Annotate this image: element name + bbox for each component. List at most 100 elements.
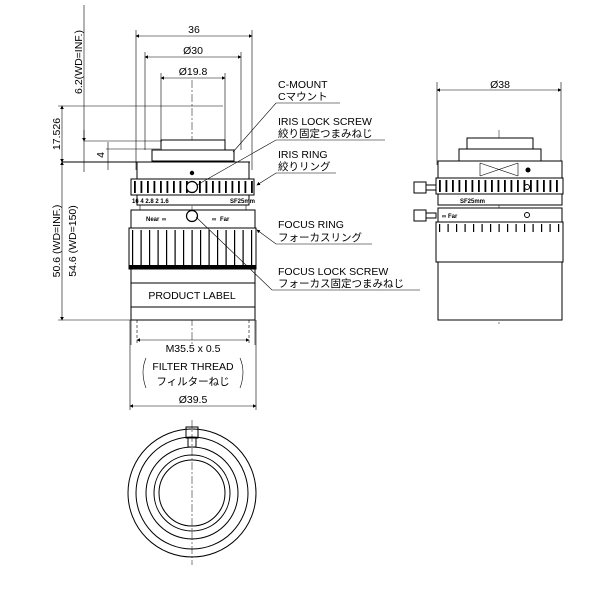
knurl-stripe [558,224,560,232]
dim-mount-depth: 4 [95,152,107,158]
knurl-stripe [225,230,227,265]
svg-text:絞りリング: 絞りリング [278,160,331,173]
knurl-stripe [471,180,474,192]
iris-scale: 16 4 2.8 2 1.6 [132,199,169,205]
knurl-stripe [456,224,458,232]
knurl-stripe [205,181,208,193]
knurl-stripe [530,180,532,192]
knurl-stripe [200,230,202,265]
end-view [127,420,257,565]
knurl-stripe [166,181,169,193]
knurl-stripe [543,180,545,192]
knurl-stripe [504,180,506,192]
focus-lock-screw[interactable] [185,209,199,223]
dim-flange-distance: 17.526 [51,118,63,150]
knurl-stripe [452,180,454,192]
svg-text:∞: ∞ [212,217,216,223]
side-view: Ø38 SF25mm ∞ Far [413,79,564,325]
knurl-stripe [149,230,151,265]
mount-flange [151,149,235,162]
product-label: PRODUCT LABEL [148,290,235,302]
knurl-stripe [218,181,221,193]
dim-width: 36 [188,24,200,36]
knurl-stripe [473,224,475,232]
knurl-stripe [183,230,185,265]
focus-lock-screw-side[interactable] [413,209,437,222]
knurl-stripe [160,181,162,193]
callout-focus-lock-screw: FOCUS LOCK SCREW [278,266,388,278]
dim-dia-19-8: Ø19.8 [179,66,208,78]
knurl-stripe [251,181,253,193]
knurl-stripe [524,224,526,232]
knurl-stripe [251,230,253,265]
knurl-stripe [465,180,467,192]
dim-back-focus: 6.2(WD=INF.) [73,30,85,94]
knurl-stripe [234,230,236,265]
knurl-stripe [244,181,247,193]
callout-focus-ring: FOCUS RING [278,219,344,231]
svg-text:∞: ∞ [442,214,446,220]
svg-text:Far: Far [448,214,458,220]
callout-iris-ring: IRIS RING [278,149,328,161]
svg-text:フォーカスリング: フォーカスリング [278,231,362,244]
knurl-stripe [447,224,449,232]
dim-dia-39-5: Ø39.5 [179,394,208,406]
svg-text:∞: ∞ [162,217,166,223]
filter-thread-size: M35.5 x 0.5 [166,343,221,355]
knurl-stripe [458,180,461,192]
filter-thread-label-jp: フィルターねじ [156,376,229,388]
far-marking: Far [220,217,230,223]
knurl-stripe [140,181,143,193]
knurl-stripe [132,230,134,265]
knurl-stripe [490,224,492,232]
knurl-stripe [439,224,441,232]
focal-length-marking: SF25mm [230,199,255,205]
knurl-stripe [549,180,552,192]
dim-dia-38: Ø38 [490,79,510,91]
knurl-stripe [507,224,509,232]
knurl-stripe [191,230,193,265]
knurl-stripe [445,180,448,192]
dim-dia-30: Ø30 [183,45,203,57]
knurl-stripe [225,181,227,193]
knurl-stripe [510,180,513,192]
knurl-stripe [541,224,543,232]
knurl-stripe [147,181,149,193]
knurl-stripe [484,180,487,192]
svg-text:Cマウント: Cマウント [278,91,328,103]
knurl-stripe [481,224,483,232]
knurl-stripe [174,230,176,265]
knurl-stripe [238,181,240,193]
knurl-stripe [212,181,214,193]
knurl-stripe [532,224,534,232]
knurl-stripe [140,230,142,265]
knurl-stripe [464,224,466,232]
callout-iris-lock-screw: IRIS LOCK SCREW [278,116,372,128]
iris-lock-screw-side[interactable] [413,181,437,194]
knurl-stripe [536,180,539,192]
knurl-stripe [153,181,156,193]
filter-thread-label: FILTER THREAD [152,361,234,373]
knurl-stripe [179,181,182,193]
iris-lock-screw[interactable] [185,180,199,194]
knurl-stripe [173,181,175,193]
svg-text:SF25mm: SF25mm [460,199,485,205]
knurl-stripe [439,180,441,192]
knurl-stripe [217,230,219,265]
knurl-stripe [157,230,159,265]
dim-length-150: 54.6 (WD=150) [67,205,79,277]
callouts: C-MOUNT Cマウント IRIS LOCK SCREW 絞り固定つまみねじ … [195,79,420,291]
c-mount-thread [160,139,226,151]
knurl-stripe [478,180,480,192]
knurl-stripe [498,224,500,232]
knurl-stripe [515,224,517,232]
knurl-stripe [549,224,551,232]
knurl-stripe [208,230,210,265]
dim-length-inf: 50.6 (WD=INF.) [51,205,63,278]
svg-text:フォーカス固定つまみねじ: フォーカス固定つまみねじ [278,277,404,290]
knurl-stripe [242,230,244,265]
knurl-stripe [517,180,519,192]
knurl-stripe [491,180,493,192]
svg-text:絞り固定つまみねじ: 絞り固定つまみねじ [278,127,373,140]
